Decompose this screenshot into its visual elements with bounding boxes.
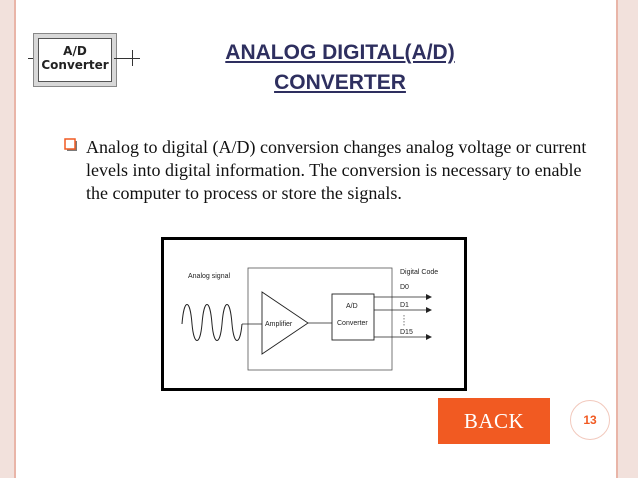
title-line2: CONVERTER: [274, 71, 406, 94]
amplifier-triangle: [261, 291, 309, 355]
system-boundary-box: [247, 267, 393, 371]
output-arrow-d1: [426, 307, 432, 313]
body-paragraph: Analog to digital (A/D) conversion chang…: [86, 137, 587, 203]
ad-converter-icon: A/D Converter: [28, 34, 148, 88]
output-arrow-d15: [426, 334, 432, 340]
slide-title: ANALOG DIGITAL(A/D) CONVERTER: [160, 38, 520, 98]
square-bullet-icon: [64, 138, 77, 151]
converter-label-line2: Converter: [337, 320, 368, 327]
digital-code-label: Digital Code: [400, 269, 438, 276]
ad-block-diagram: Analog signal Digital Code Amplifier A/D…: [161, 237, 467, 391]
right-border-rule: [616, 0, 618, 478]
converter-label-line1: A/D: [346, 303, 358, 310]
back-button[interactable]: BACK: [438, 398, 550, 444]
output-tick: [132, 50, 133, 66]
output-lead-line: [114, 58, 140, 59]
amplifier-label: Amplifier: [265, 321, 293, 328]
ad-converter-box: A/D Converter: [38, 38, 112, 82]
output-label-d0: D0: [400, 284, 409, 291]
analog-signal-label: Analog signal: [188, 273, 230, 280]
analog-sine-wave: [181, 304, 243, 341]
output-label-d1: D1: [400, 302, 409, 309]
title-line1: ANALOG DIGITAL(A/D): [225, 41, 455, 64]
input-lead-line: [28, 58, 38, 59]
page-number-badge: 13: [570, 400, 610, 440]
output-arrow-d0: [426, 294, 432, 300]
output-label-d15: D15: [400, 329, 413, 336]
left-border-rule: [14, 0, 16, 478]
icon-label-line1: A/D: [63, 44, 87, 58]
converter-block: [331, 293, 375, 341]
icon-label-line2: Converter: [41, 58, 109, 72]
